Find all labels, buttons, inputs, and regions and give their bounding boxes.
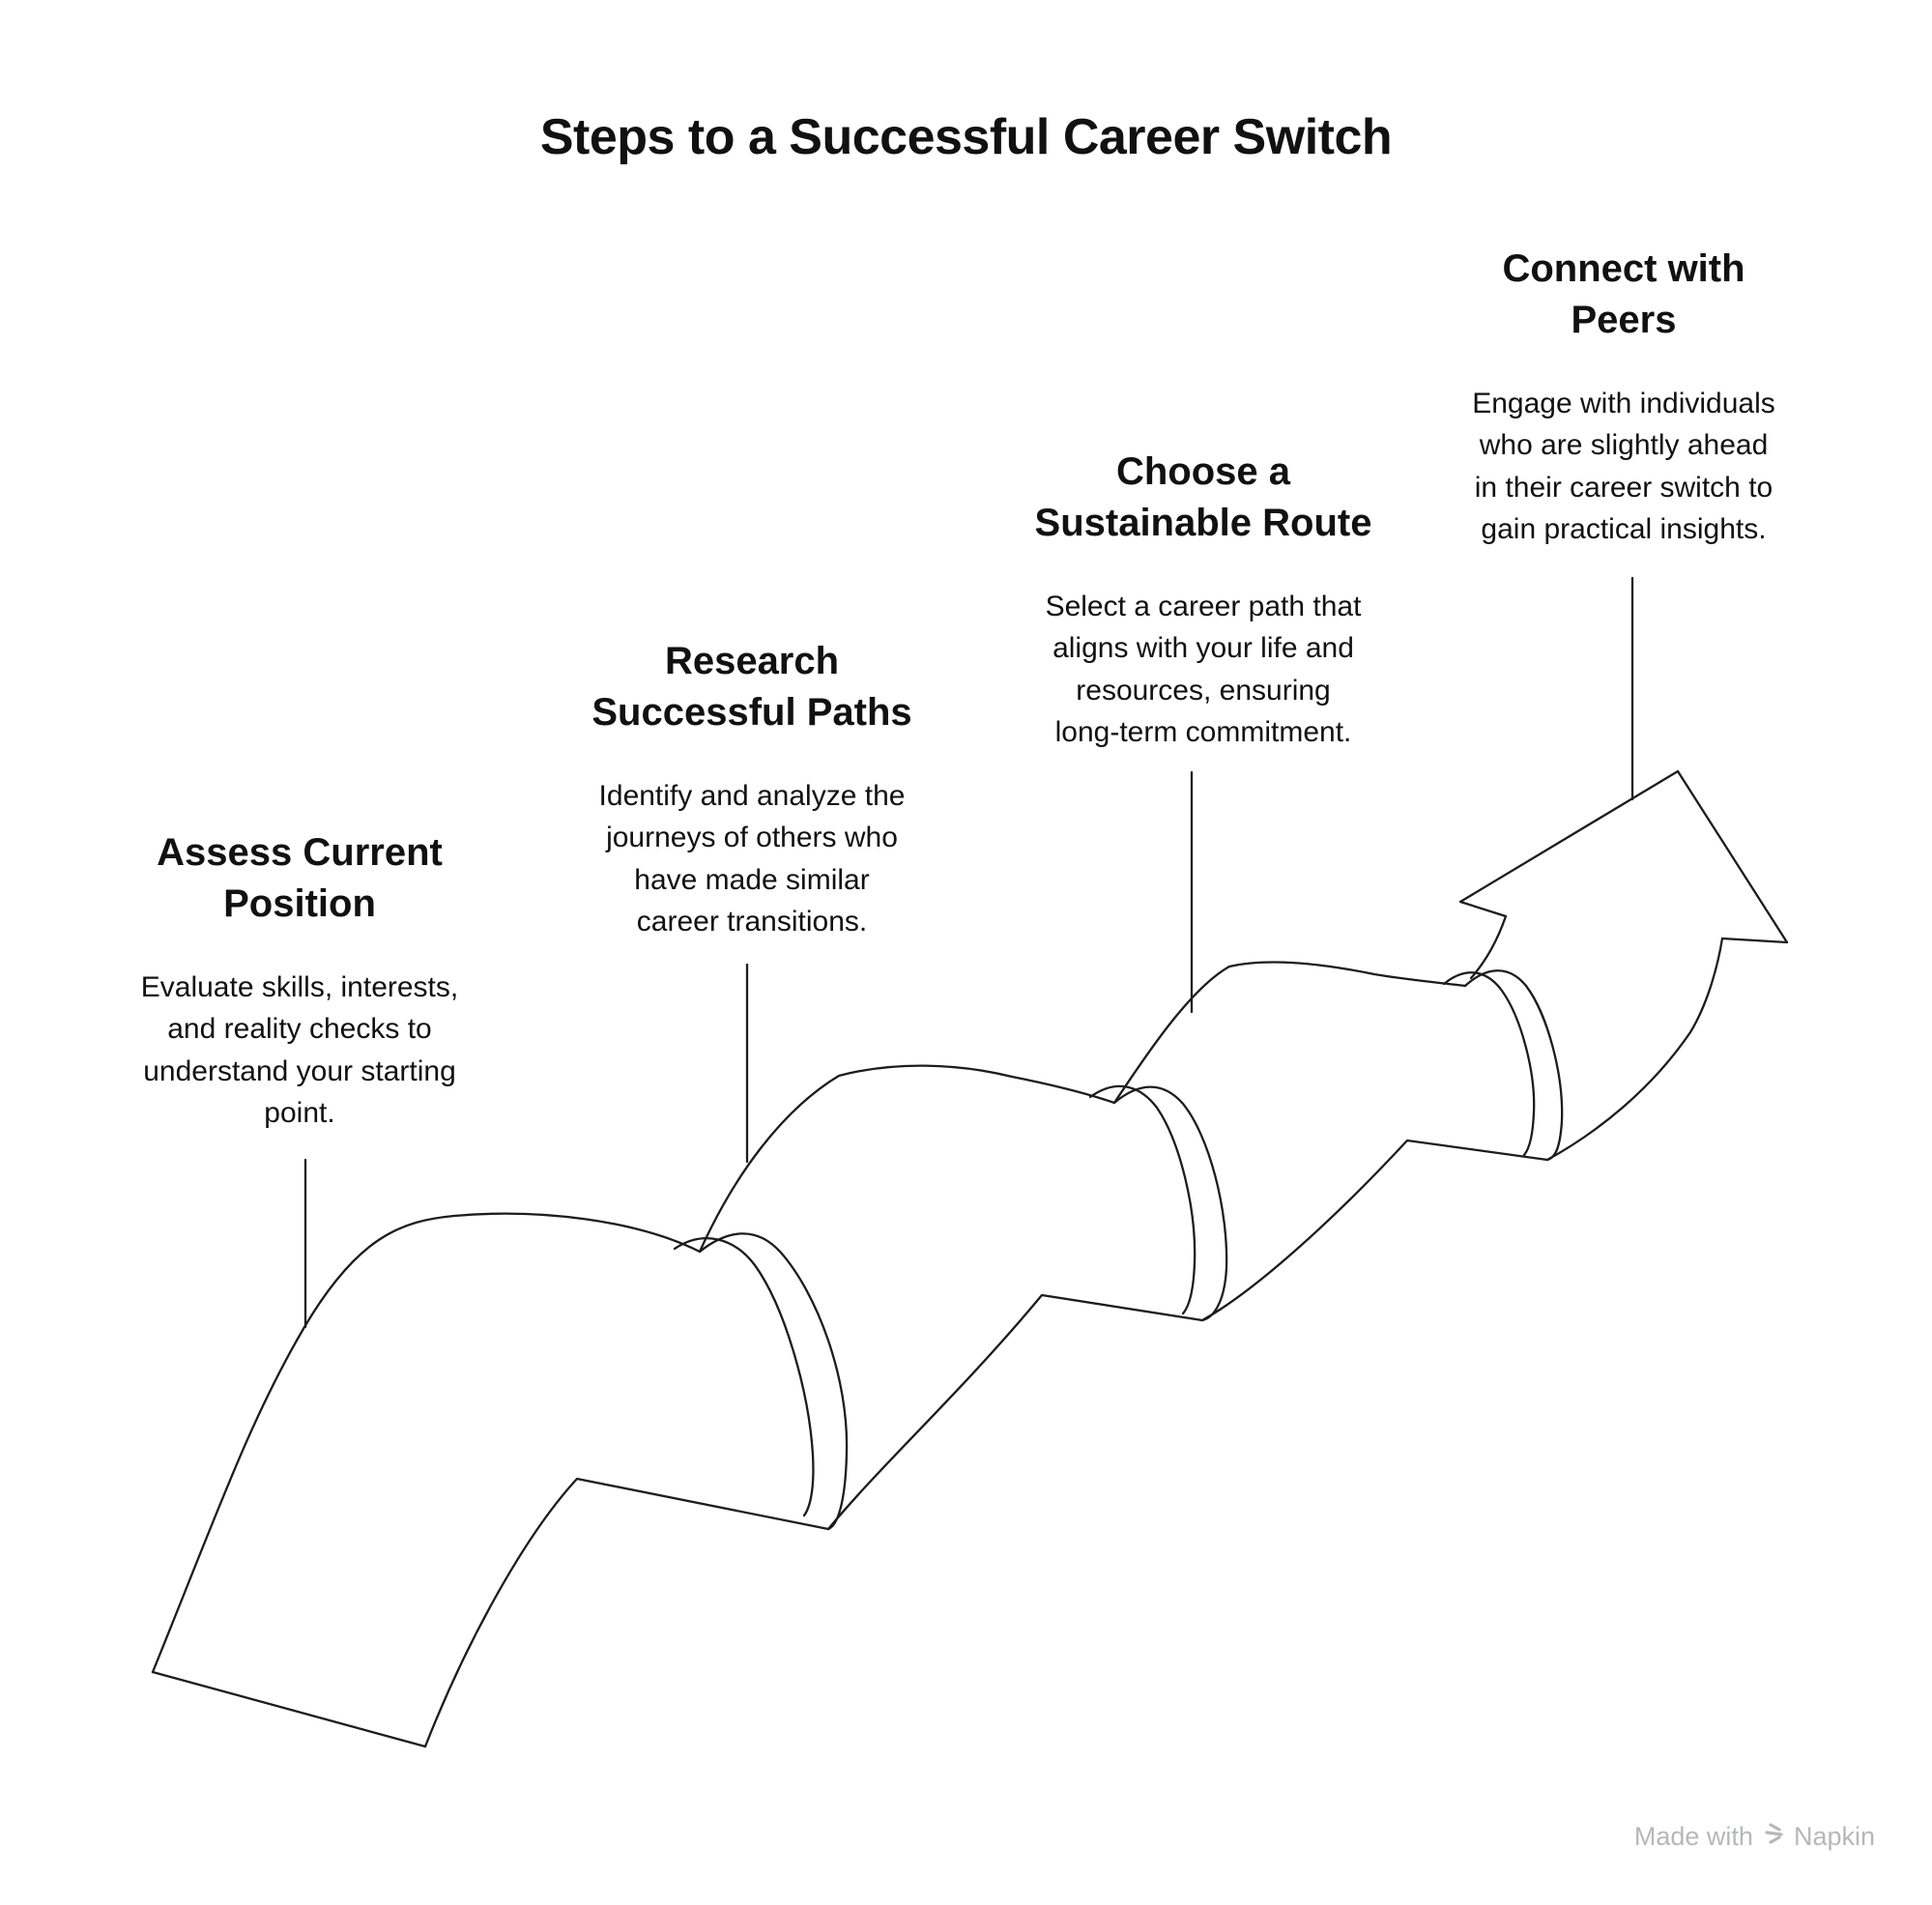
- arrow-tail-right-edge: [1545, 937, 1724, 1162]
- step-column-research: Research Successful Paths Identify and a…: [525, 636, 979, 943]
- step-heading: Connect with Peers: [1502, 247, 1745, 341]
- step-column-peers: Connect with Peers Engage with individua…: [1397, 244, 1851, 551]
- step-heading: Research Successful Paths: [591, 640, 912, 734]
- step-body: Select a career path that aligns with yo…: [1045, 590, 1362, 749]
- ribbon-foldA-inner: [673, 1237, 815, 1517]
- step-body: Evaluate skills, interests, and reality …: [140, 970, 459, 1130]
- ribbon-hump2-upper-edge: [698, 1064, 1116, 1254]
- ribbon-foldB-inner: [1088, 1084, 1197, 1315]
- arrow-head: [1458, 769, 1789, 980]
- napkin-logo-icon: [1761, 1821, 1786, 1853]
- step-column-assess: Assess Current Position Evaluate skills,…: [72, 827, 527, 1135]
- ribbon-foldC-inner: [1442, 971, 1536, 1157]
- step-body: Engage with individuals who are slightly…: [1472, 387, 1775, 546]
- ribbon-start-cut-edge: [151, 1670, 427, 1748]
- ribbon-hump3-upper-edge: [1112, 961, 1467, 1105]
- ribbon-foldC-outer: [1463, 969, 1564, 1162]
- watermark-brand: Napkin: [1793, 1822, 1875, 1851]
- ribbon-foldA-outer: [698, 1232, 849, 1531]
- page-title: Steps to a Successful Career Switch: [539, 109, 1393, 165]
- ribbon-hump3-lower-edge: [1200, 1139, 1549, 1322]
- ribbon-hump2-lower-edge: [826, 1293, 1204, 1531]
- ribbon-foldB-outer: [1112, 1085, 1228, 1322]
- step-body: Identify and analyze the journeys of oth…: [598, 779, 906, 938]
- step-heading: Assess Current Position: [157, 831, 443, 925]
- step-heading: Choose a Sustainable Route: [1034, 450, 1372, 544]
- ribbon-hump1-upper-edge: [151, 1212, 702, 1674]
- step-column-route: Choose a Sustainable Route Select a care…: [976, 447, 1430, 754]
- watermark: Made with Napkin: [1634, 1821, 1875, 1853]
- ribbon-hump1-lower-edge: [423, 1477, 830, 1748]
- watermark-prefix: Made with: [1633, 1822, 1753, 1851]
